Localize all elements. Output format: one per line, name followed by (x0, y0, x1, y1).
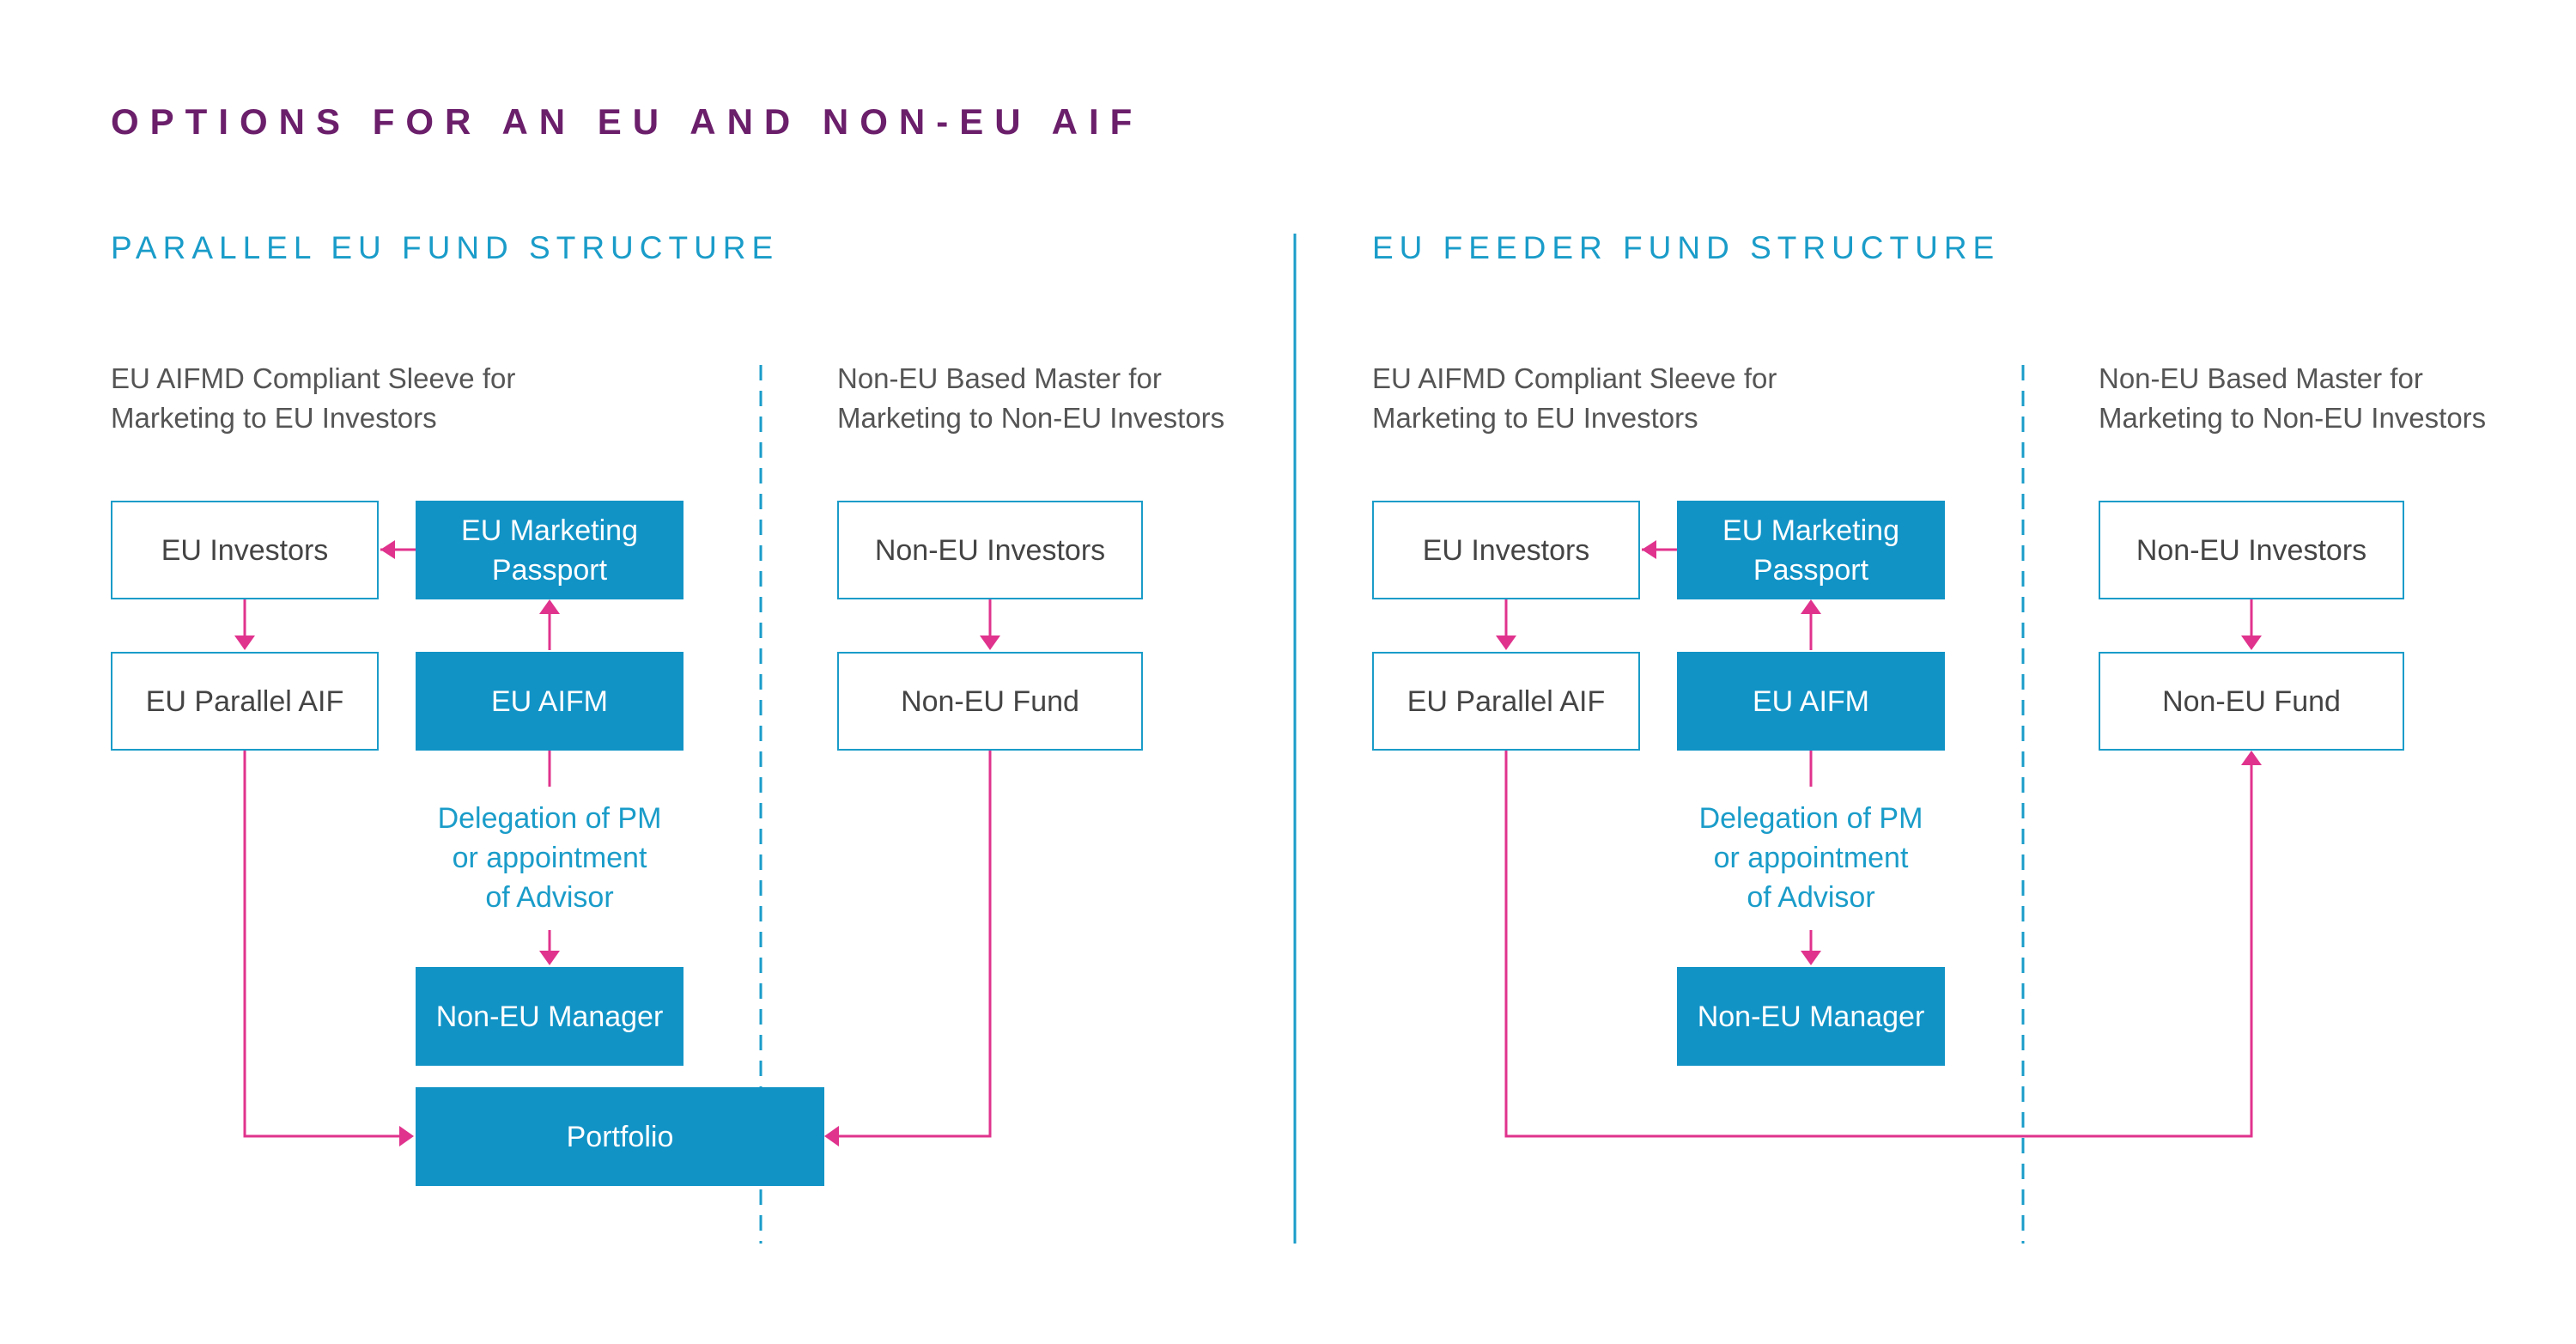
page-title: OPTIONS FOR AN EU AND NON-EU AIF (111, 101, 1144, 142)
eu-parallel-aif-box: EU Parallel AIF (111, 652, 379, 751)
portfolio-box: Portfolio (416, 1087, 824, 1186)
feeder-eu-aifm-box: EU AIFM (1677, 652, 1945, 751)
feeder-eu-marketing-passport-box: EU Marketing Passport (1677, 501, 1945, 599)
feeder-section-title: EU FEEDER FUND STRUCTURE (1372, 230, 2001, 265)
non-eu-fund-box: Non-EU Fund (837, 652, 1143, 751)
non-eu-manager-box: Non-EU Manager (416, 967, 683, 1066)
feeder-eu-heading: EU AIFMD Compliant Sleeve for Marketing … (1372, 362, 1777, 434)
feeder-non-eu-fund-box: Non-EU Fund (2099, 652, 2404, 751)
delegation-note: Delegation of PM or appointment of Advis… (437, 802, 662, 914)
eu-investors-box: EU Investors (111, 501, 379, 599)
eu-marketing-passport-box: EU Marketing Passport (416, 501, 683, 599)
arrow-non-eu-fund-to-portfolio (838, 751, 992, 1138)
feeder-non-eu-investors-box: Non-EU Investors (2099, 501, 2404, 599)
non-eu-investors-box: Non-EU Investors (837, 501, 1143, 599)
eu-aifm-box: EU AIFM (416, 652, 683, 751)
feeder-eu-investors-box: EU Investors (1372, 501, 1640, 599)
arrow-parallel-aif-to-portfolio (243, 751, 400, 1138)
parallel-eu-heading: EU AIFMD Compliant Sleeve for Marketing … (111, 362, 516, 434)
feeder-non-eu-manager-box: Non-EU Manager (1677, 967, 1945, 1066)
feeder-delegation-note: Delegation of PM or appointment of Advis… (1698, 802, 1923, 914)
feeder-eu-parallel-aif-box: EU Parallel AIF (1372, 652, 1640, 751)
parallel-non-eu-heading: Non-EU Based Master for Marketing to Non… (837, 362, 1225, 434)
feeder-non-eu-heading: Non-EU Based Master for Marketing to Non… (2099, 362, 2487, 434)
parallel-section-title: PARALLEL EU FUND STRUCTURE (111, 230, 780, 265)
arrow-parallel-aif-to-non-eu-fund (1504, 751, 2253, 1138)
